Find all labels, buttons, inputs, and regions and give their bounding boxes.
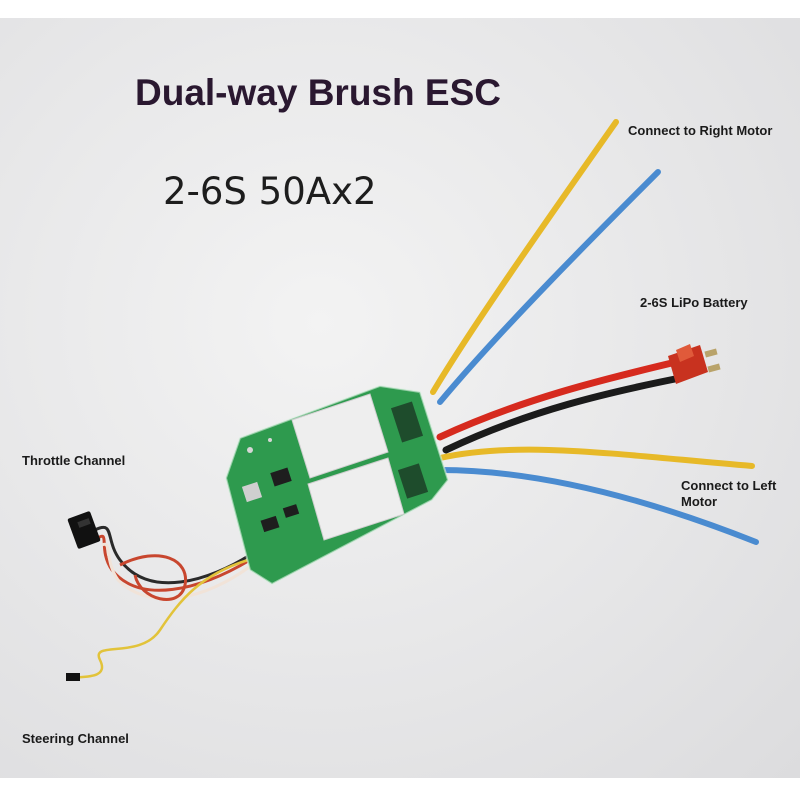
steering-cable-yellow <box>71 558 249 680</box>
right-motor-wire-blue <box>437 169 661 405</box>
battery-connector <box>668 344 721 384</box>
throttle-cable-black <box>94 525 251 585</box>
battery-wire-red <box>436 358 680 441</box>
label-steering-channel: Steering Channel <box>22 731 129 746</box>
label-right-motor: Connect to Right Motor <box>628 123 773 138</box>
left-motor-wire-yellow <box>437 446 755 469</box>
heatsink-bottom <box>307 457 405 541</box>
right-motor-wire-yellow <box>430 119 619 395</box>
esc-board <box>224 384 450 586</box>
label-throttle-channel: Throttle Channel <box>22 453 126 468</box>
throttle-cable-white <box>101 542 253 601</box>
battery-wire-black <box>442 374 684 454</box>
product-spec: 2-6S 50Ax2 <box>163 170 377 213</box>
steering-connector <box>66 673 80 681</box>
label-left-motor: Connect to Left Motor <box>681 478 777 509</box>
label-battery: 2-6S LiPo Battery <box>640 295 748 310</box>
throttle-loop <box>119 554 188 601</box>
throttle-cable-red <box>97 534 251 592</box>
product-title: Dual-way Brush ESC <box>135 72 501 113</box>
throttle-connector <box>67 511 101 549</box>
left-motor-wire-blue <box>437 467 759 545</box>
heatsink-top <box>291 393 389 479</box>
